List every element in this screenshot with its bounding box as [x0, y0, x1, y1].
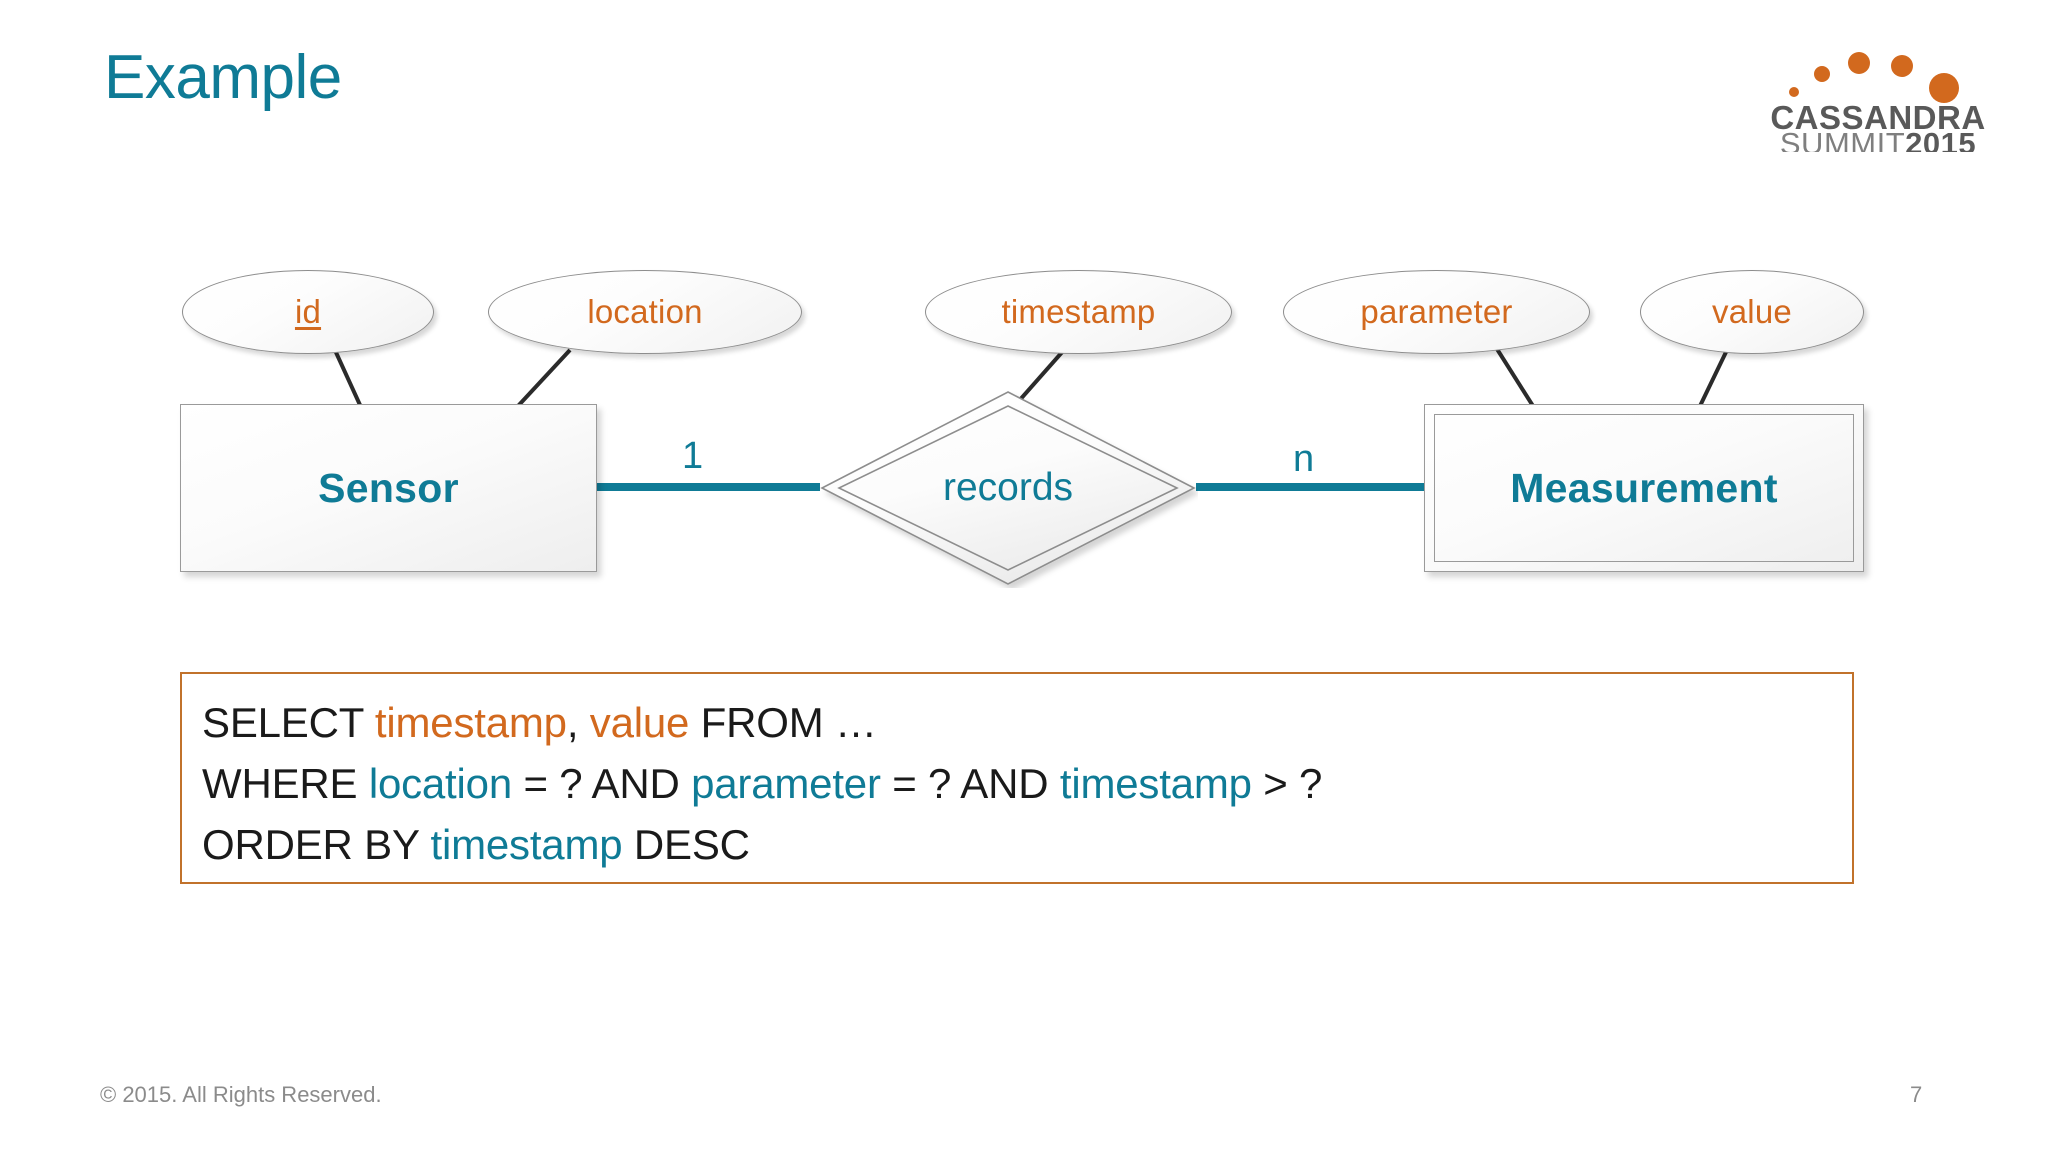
- relationship-label: records: [942, 466, 1074, 509]
- sql-col-timestamp: timestamp: [374, 699, 567, 746]
- cardinality-right: n: [1293, 438, 1315, 480]
- sql-col-timestamp-where: timestamp: [1059, 760, 1252, 807]
- stem-parameter: [1495, 347, 1535, 408]
- cassandra-summit-logo: CASSANDRA SUMMIT2015: [1750, 22, 2010, 152]
- sql-pred-3: > ?: [1251, 760, 1323, 807]
- stem-location: [516, 348, 572, 408]
- page-title: Example: [104, 43, 342, 112]
- sql-pred-2: = ? AND: [880, 760, 1060, 807]
- entity-label: Sensor: [318, 464, 459, 511]
- sql-desc-keyword: DESC: [622, 821, 750, 868]
- sql-line-orderby: ORDER BY timestamp DESC: [202, 814, 1852, 875]
- logo-line1: CASSANDRA: [1770, 99, 1985, 136]
- entity-label: Measurement: [1510, 464, 1778, 511]
- attribute-label: value: [1712, 293, 1792, 330]
- attribute-label: location: [587, 293, 703, 330]
- logo-line2: SUMMIT2015: [1780, 126, 1976, 152]
- diamond-shape: [820, 391, 1196, 585]
- sql-sep-1: ,: [566, 699, 590, 746]
- entity-box-sensor: Sensor: [180, 404, 597, 572]
- attribute-ellipse-value: value: [1640, 270, 1864, 354]
- sql-col-value: value: [589, 699, 690, 746]
- attribute-ellipse-timestamp: timestamp: [925, 270, 1232, 354]
- attribute-ellipse-id: id: [182, 270, 434, 354]
- sql-col-location: location: [368, 760, 512, 807]
- sql-select-keyword: SELECT: [202, 699, 375, 746]
- sql-query-box: SELECT timestamp, value FROM … WHERE loc…: [180, 672, 1854, 884]
- attribute-label: timestamp: [1001, 293, 1156, 330]
- sql-col-timestamp-order: timestamp: [430, 821, 623, 868]
- footer-copyright: © 2015. All Rights Reserved.: [100, 1082, 382, 1107]
- stem-value: [1698, 349, 1729, 407]
- relationship-diamond-records: records: [818, 388, 1198, 588]
- attribute-label: id: [294, 293, 322, 330]
- sql-pred-1: = ? AND: [511, 760, 692, 807]
- cardinality-left: 1: [682, 435, 704, 477]
- logo-svg: CASSANDRA SUMMIT2015: [1770, 52, 1985, 152]
- sql-where-keyword: WHERE: [202, 760, 369, 807]
- attribute-ellipse-location: location: [488, 270, 802, 354]
- attribute-ellipse-parameter: parameter: [1283, 270, 1590, 354]
- sql-orderby-keyword: ORDER BY: [202, 821, 431, 868]
- stem-id: [332, 347, 362, 406]
- entity-box-measurement: Measurement: [1424, 404, 1864, 572]
- attribute-label: parameter: [1360, 293, 1513, 330]
- sql-from-clause: FROM …: [689, 699, 877, 746]
- logo-dots-arc: [1789, 52, 1959, 103]
- sql-col-parameter: parameter: [691, 760, 881, 807]
- sql-line-select: SELECT timestamp, value FROM …: [202, 692, 1852, 753]
- footer-page-number: 7: [1910, 1082, 1923, 1107]
- sql-line-where: WHERE location = ? AND parameter = ? AND…: [202, 753, 1852, 814]
